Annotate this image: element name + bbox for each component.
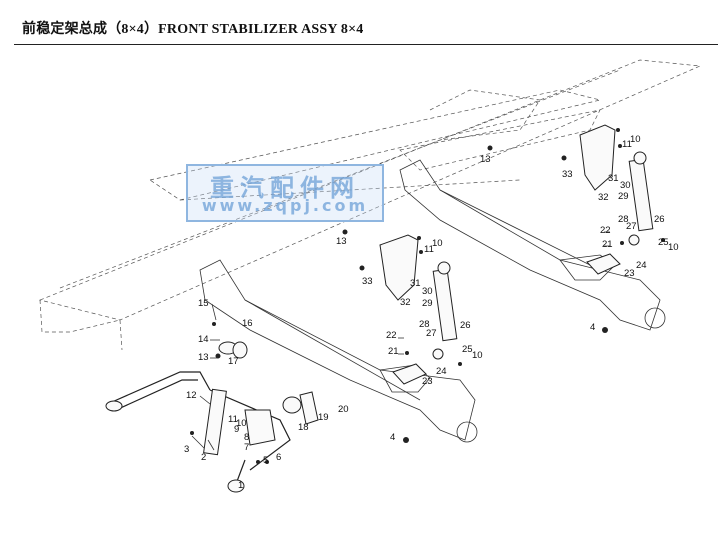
callout: 10 (472, 350, 483, 361)
axle-pad-rear (586, 234, 640, 275)
callout: 26 (460, 320, 471, 331)
watermark: 重汽配件网 www.zqpj.com (186, 164, 384, 222)
callout: 16 (242, 318, 253, 329)
callout: 17 (228, 356, 239, 367)
callout: 24 (636, 260, 647, 271)
callout: 25 (462, 344, 473, 355)
callout: 22 (386, 330, 397, 341)
bracket-front (379, 234, 419, 301)
callout: 10 (432, 238, 443, 249)
frame-rail (38, 59, 702, 351)
watermark-line1: 重汽配件网 (210, 174, 360, 202)
bracket-rear (579, 124, 616, 191)
callout: 30 (620, 180, 631, 191)
callout: 11 (424, 244, 434, 255)
callout: 23 (624, 268, 635, 279)
callout: 15 (198, 298, 209, 309)
callout: 20 (338, 404, 349, 415)
callout: 12 (186, 390, 197, 401)
callout: 4 (390, 432, 395, 443)
callout: 30 (422, 286, 433, 297)
callout: 6 (276, 452, 281, 463)
callout: 33 (362, 276, 373, 287)
callout: 26 (654, 214, 665, 225)
callout: 31 (410, 278, 421, 289)
callout: 32 (400, 297, 411, 308)
callout: 13 (480, 154, 491, 165)
callout: 1 (238, 480, 243, 491)
callout: 14 (198, 334, 209, 345)
callout: 31 (608, 173, 619, 184)
shock-absorber-rear (628, 151, 654, 232)
callout: 27 (426, 328, 437, 339)
page-title: 前稳定架总成（8×4）FRONT STABILIZER ASSY 8×4 (22, 22, 364, 37)
callout: 24 (436, 366, 447, 377)
callout: 21 (388, 346, 399, 357)
leader-lines (191, 231, 610, 451)
callout: 3 (184, 444, 189, 455)
callout: 10 (630, 134, 641, 145)
callout: 23 (422, 376, 433, 387)
callout: 7 (244, 442, 249, 453)
callout: 4 (590, 322, 595, 333)
title-rule (14, 44, 718, 45)
callout: 13 (198, 352, 209, 363)
callout: 27 (626, 221, 637, 232)
rear-axle (399, 159, 666, 331)
callout: 11 (622, 139, 632, 150)
callout: 11 (228, 414, 238, 425)
callout: 8 (244, 432, 249, 443)
callout-labels: 1 2 3 4 5 6 7 8 9 10 11 12 13 14 15 16 1… (184, 134, 679, 491)
callout: 2 (201, 452, 206, 463)
callout: 33 (562, 169, 573, 180)
callout: 29 (422, 298, 433, 309)
callout: 13 (336, 236, 347, 247)
callout: 25 (658, 237, 669, 248)
callout: 18 (298, 422, 309, 433)
bolts (190, 128, 665, 464)
callout: 9 (234, 424, 239, 435)
callout: 10 (668, 242, 679, 253)
callout: 10 (236, 418, 247, 429)
shock-absorber-front (432, 261, 458, 342)
callout: 28 (419, 319, 430, 330)
callout: 22 (600, 225, 611, 236)
callout: 29 (618, 191, 629, 202)
stabilizer-link (203, 341, 319, 456)
callout: 5 (263, 455, 268, 466)
callout: 32 (598, 192, 609, 203)
callout: 21 (602, 239, 613, 250)
axle-pad-front (392, 348, 444, 385)
callout: 19 (318, 412, 329, 423)
front-axle (199, 259, 478, 443)
watermark-line2: www.zqpj.com (201, 196, 369, 215)
callout: 28 (618, 214, 629, 225)
